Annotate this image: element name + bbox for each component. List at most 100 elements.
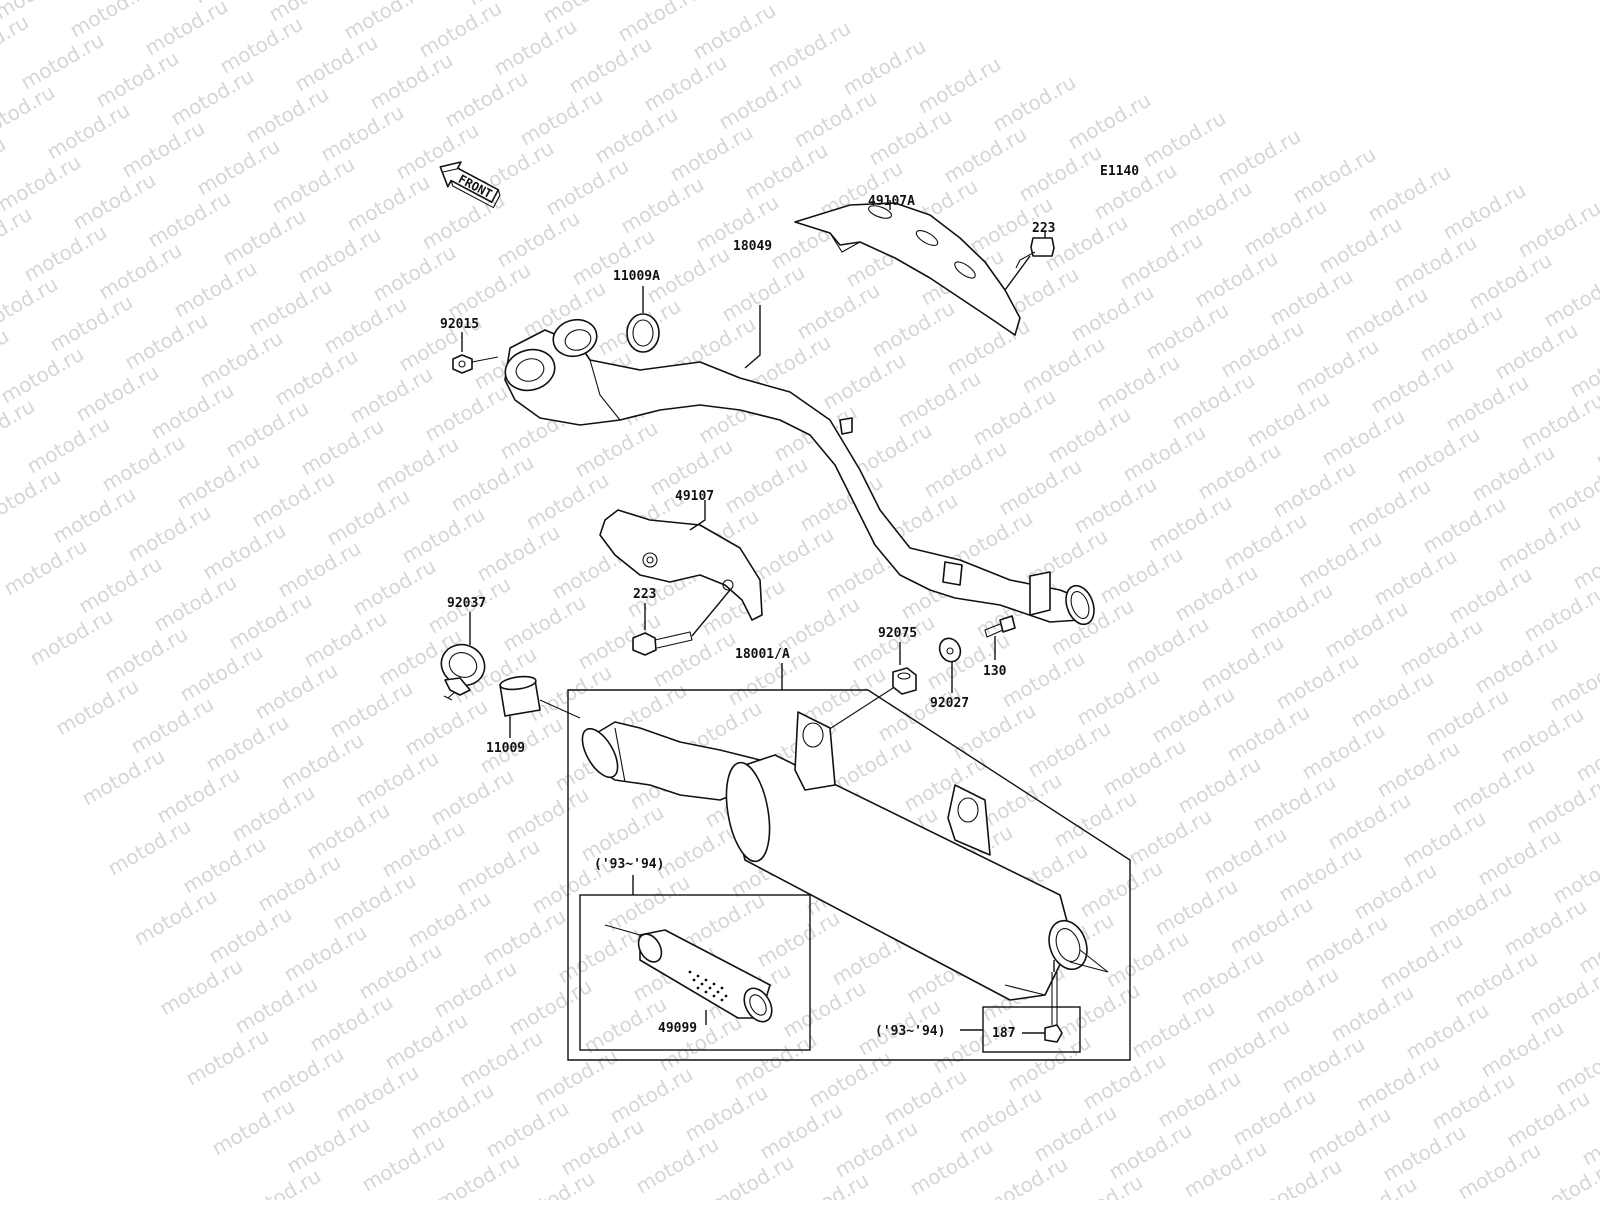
watermark-text: motod.ru <box>1500 894 1591 961</box>
watermark-text: motod.ru <box>251 658 342 725</box>
watermark-text: motod.ru <box>1200 822 1291 889</box>
watermark-text: motod.ru <box>955 1082 1046 1149</box>
watermark-text: motod.ru <box>121 308 212 375</box>
watermark-text: motod.ru <box>1451 946 1542 1013</box>
diagram-code: E1140 <box>1100 164 1139 179</box>
watermark-text: motod.ru <box>378 816 469 883</box>
watermark-text: motod.ru <box>453 834 544 901</box>
watermark-text: motod.ru <box>721 452 812 519</box>
watermark-text: motod.ru <box>46 290 137 357</box>
watermark-text: motod.ru <box>940 122 1031 189</box>
watermark-text: motod.ru <box>1422 684 1513 751</box>
watermark-text: motod.ru <box>1526 964 1600 1031</box>
watermark-text: motod.ru <box>283 1112 374 1179</box>
watermark-text: motod.ru <box>747 522 838 589</box>
watermark-text: motod.ru <box>1223 700 1314 767</box>
watermark-text: motod.ru <box>1255 1154 1346 1200</box>
watermark-text: motod.ru <box>349 554 440 621</box>
label-11009: 11009 <box>486 741 525 756</box>
watermark-text: motod.ru <box>655 1010 746 1077</box>
watermark-text: motod.ru <box>1324 788 1415 855</box>
watermark-text: motod.ru <box>173 448 264 515</box>
watermark-text: motod.ru <box>196 326 287 393</box>
watermark-text: motod.ru <box>764 16 855 83</box>
watermark-text: motod.ru <box>268 152 359 219</box>
watermark-text: motod.ru <box>1229 1084 1320 1151</box>
watermark-text: motod.ru <box>1064 88 1155 155</box>
watermark-text: motod.ru <box>499 590 590 657</box>
watermark-text: motod.ru <box>1165 176 1256 243</box>
watermark-text: motod.ru <box>1030 1100 1121 1167</box>
watermark-text: motod.ru <box>606 1062 697 1129</box>
watermark-text: motod.ru <box>1073 664 1164 731</box>
watermark-text: motod.ru <box>1203 1014 1294 1081</box>
watermark-text: motod.ru <box>1024 716 1115 783</box>
watermark-text: motod.ru <box>1191 246 1282 313</box>
watermark-text: motod.ru <box>493 206 584 273</box>
watermark-text: motod.ru <box>340 0 431 44</box>
watermark-text: motod.ru <box>176 640 267 707</box>
watermark-text: motod.ru <box>170 256 261 323</box>
watermark-text: motod.ru <box>49 482 140 549</box>
watermark-text: motod.ru <box>868 296 959 363</box>
watermark-text: motod.ru <box>554 922 645 989</box>
watermark-text: motod.ru <box>1102 926 1193 993</box>
watermark-text: motod.ru <box>427 764 518 831</box>
watermark-text: motod.ru <box>1347 666 1438 733</box>
watermark-text: motod.ru <box>366 48 457 115</box>
watermark-text: motod.ru <box>346 362 437 429</box>
watermark-text: motod.ru <box>228 780 319 847</box>
watermark-text: motod.ru <box>865 104 956 171</box>
watermark-text: motod.ru <box>26 604 117 671</box>
watermark-text: motod.ru <box>0 342 88 409</box>
watermark-text: motod.ru <box>1154 1066 1245 1133</box>
watermark-text: motod.ru <box>1477 1016 1568 1083</box>
watermark-text: motod.ru <box>1096 542 1187 609</box>
watermark-text: motod.ru <box>421 380 512 447</box>
watermark-text: motod.ru <box>923 628 1014 695</box>
watermark-text: motod.ru <box>1240 194 1331 261</box>
watermark-text: motod.ru <box>989 70 1080 137</box>
watermark-text: motod.ru <box>222 396 313 463</box>
watermark-text: motod.ru <box>398 502 489 569</box>
watermark-text: motod.ru <box>652 818 743 885</box>
label-49107A: 49107A <box>868 194 915 209</box>
watermark-text: motod.ru <box>1327 980 1418 1047</box>
watermark-text: motod.ru <box>1041 210 1132 277</box>
watermark-text: motod.ru <box>343 170 434 237</box>
watermark-text: motod.ru <box>1197 630 1288 697</box>
watermark-text: motod.ru <box>1128 996 1219 1063</box>
watermark-text: motod.ru <box>1321 596 1412 663</box>
watermark-text: motod.ru <box>1174 752 1265 819</box>
watermark-text: motod.ru <box>72 360 163 427</box>
watermark-text: motod.ru <box>52 674 143 741</box>
watermark-text: motod.ru <box>0 80 59 147</box>
watermark-text: motod.ru <box>1402 998 1493 1065</box>
label-49099: 49099 <box>658 1021 697 1036</box>
watermark-text: motod.ru <box>482 1096 573 1163</box>
watermark-text: motod.ru <box>317 100 408 167</box>
watermark-text: motod.ru <box>199 518 290 585</box>
watermark-text: motod.ru <box>104 814 195 881</box>
watermark-text: motod.ru <box>522 468 613 535</box>
watermark-text: motod.ru <box>358 1130 449 1197</box>
watermark-text: motod.ru <box>943 314 1034 381</box>
watermark-text: motod.ru <box>17 28 108 95</box>
watermark-text: motod.ru <box>557 1114 648 1181</box>
watermark-text: motod.ru <box>320 292 411 359</box>
watermark-text: motod.ru <box>1341 282 1432 349</box>
watermark-text: motod.ru <box>617 172 708 239</box>
watermark-text: motod.ru <box>1289 142 1380 209</box>
watermark-text: motod.ru <box>1292 334 1383 401</box>
watermark-text: motod.ru <box>1497 702 1588 769</box>
watermark-text: motod.ru <box>1168 368 1259 435</box>
watermark-text: motod.ru <box>1514 196 1600 263</box>
watermark-text: motod.ru <box>234 1164 325 1200</box>
watermark-text: motod.ru <box>975 768 1066 835</box>
watermark-text: motod.ru <box>1425 876 1516 943</box>
watermark-text: motod.ru <box>1139 106 1230 173</box>
watermark-text: motod.ru <box>291 30 382 97</box>
label-49107: 49107 <box>675 489 714 504</box>
watermark-text: motod.ru <box>756 1098 847 1165</box>
